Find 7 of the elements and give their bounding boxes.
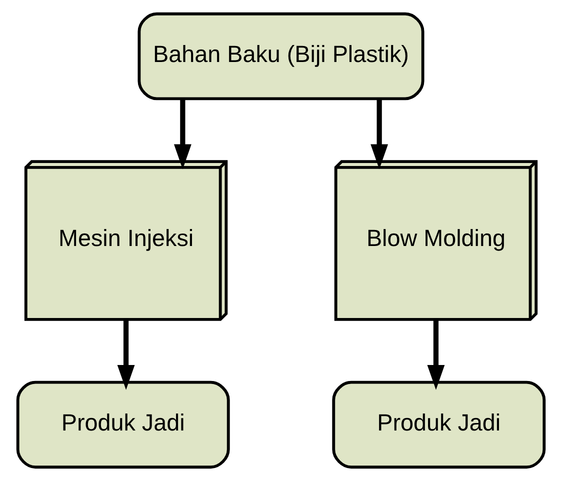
arrow	[174, 99, 192, 170]
arrow	[427, 320, 445, 390]
node-box: Produk Jadi	[332, 380, 546, 469]
arrow	[370, 99, 388, 170]
node-box: Produk Jadi	[16, 380, 230, 469]
arrow	[117, 320, 135, 390]
node-box: Bahan Baku (Biji Plastik)	[138, 12, 424, 100]
